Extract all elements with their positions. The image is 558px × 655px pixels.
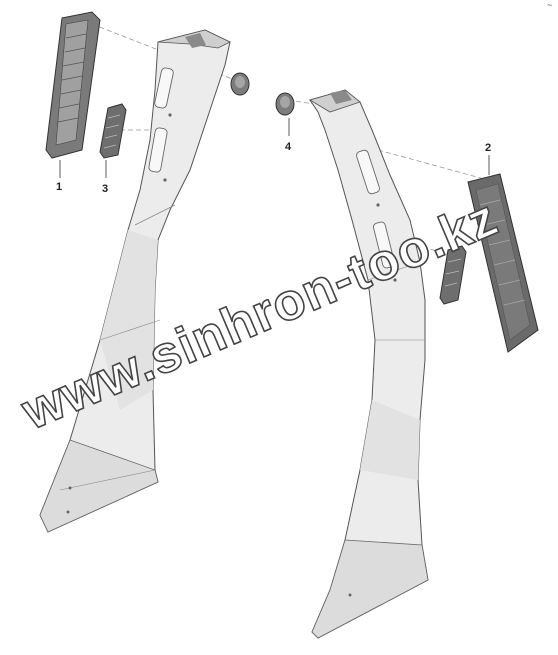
grille-plate-part-2 xyxy=(467,173,539,353)
vent-grille-part-1 xyxy=(45,11,101,159)
left-pillar-trim-panel xyxy=(39,29,231,533)
callout-label-2: 2 xyxy=(485,142,491,154)
callout-2: 2 xyxy=(485,142,491,175)
clip-left xyxy=(230,72,250,96)
corner-mark: ~ xyxy=(547,0,552,10)
watermark-text: www.sinhron-too.kz xyxy=(13,188,506,441)
callout-3: 3 xyxy=(102,160,108,195)
callout-label-1: 1 xyxy=(56,181,62,193)
callout-4: 4 xyxy=(285,118,292,153)
clip-part-4 xyxy=(275,92,295,116)
small-vent-right xyxy=(439,245,467,305)
callout-label-4: 4 xyxy=(285,141,292,153)
small-vent-part-3 xyxy=(99,103,127,159)
callout-label-3: 3 xyxy=(102,183,108,195)
right-pillar-trim-panel xyxy=(309,89,429,639)
callout-1: 1 xyxy=(56,160,62,193)
